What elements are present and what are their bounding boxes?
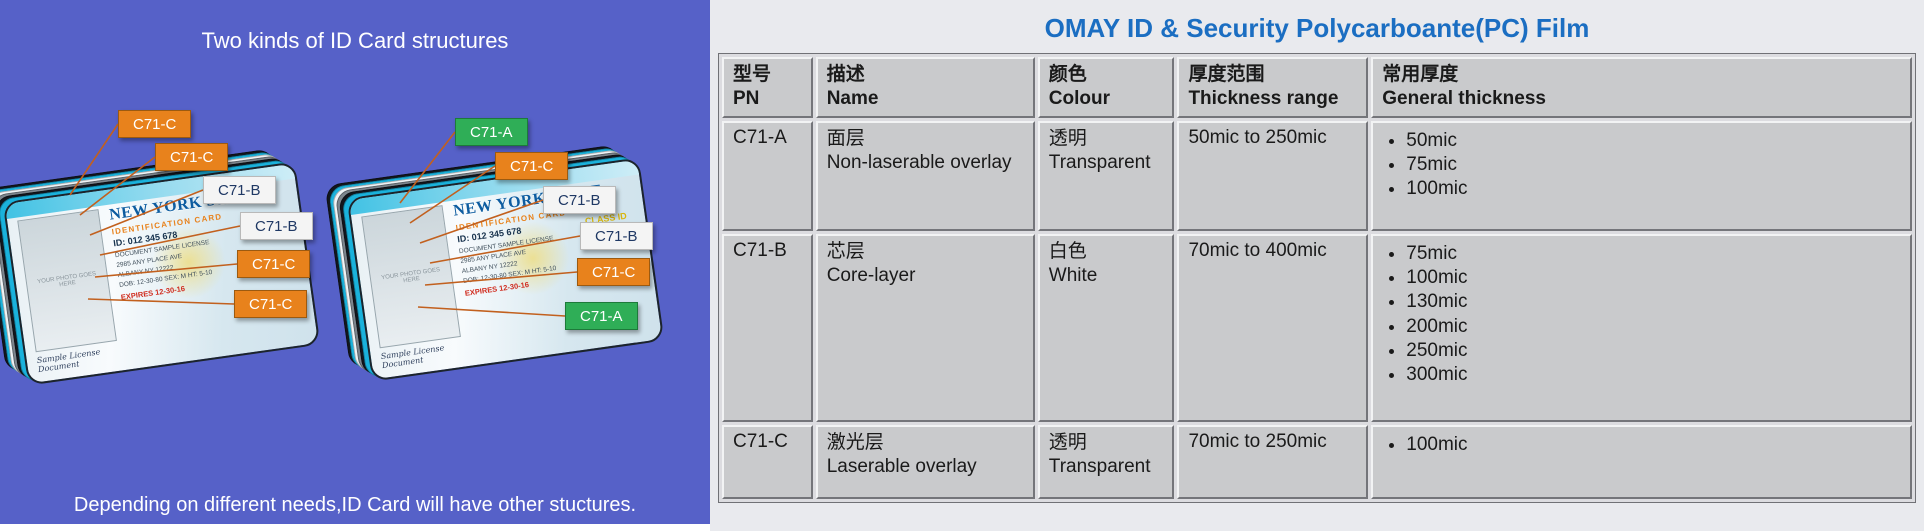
cell-thickness-range: 70mic to 400mic xyxy=(1177,233,1369,422)
table-header-row: 型号 PN 描述 Name 颜色 Colour 厚度范围 Thickness r… xyxy=(722,57,1912,118)
layer-label-c71a: C71-A xyxy=(455,118,528,146)
cell-general-thickness: 75mic 100mic 130mic 200mic 250mic 300mic xyxy=(1371,233,1912,422)
photo-placeholder: YOUR PHOTO GOES HERE xyxy=(17,209,117,353)
layer-label-c71c: C71-C xyxy=(237,250,311,278)
cell-colour: 透明 Transparent xyxy=(1037,424,1175,499)
col-header-thickness-range: 厚度范围 Thickness range xyxy=(1177,57,1369,118)
cell-pn: C71-A xyxy=(722,120,813,231)
cell-pn: C71-B xyxy=(722,233,813,422)
col-header-name: 描述 Name xyxy=(815,57,1035,118)
slide-title: Two kinds of ID Card structures xyxy=(201,28,509,53)
layer-label-c71b: C71-B xyxy=(203,176,276,204)
cell-thickness-range: 50mic to 250mic xyxy=(1177,120,1369,231)
cell-general-thickness: 50mic 75mic 100mic xyxy=(1371,120,1912,231)
cell-thickness-range: 70mic to 250mic xyxy=(1177,424,1369,499)
cell-colour: 透明 Transparent xyxy=(1037,120,1175,231)
card-structure-diagram-1: YOUR PHOTO GOES HERE Sample License Docu… xyxy=(0,95,345,407)
layer-label-c71a: C71-A xyxy=(565,302,638,330)
table-title: OMAY ID & Security Polycarboante(PC) Fil… xyxy=(1044,13,1590,43)
slide-footer-note: Depending on different needs,ID Card wil… xyxy=(73,494,637,516)
cell-name: 面层 Non-laserable overlay xyxy=(815,120,1035,231)
layer-label-c71c: C71-C xyxy=(118,110,192,138)
layer-label-c71b: C71-B xyxy=(240,212,313,240)
left-slide-panel: Two kinds of ID Card structures YOUR PHO… xyxy=(0,0,710,531)
layer-label-c71c: C71-C xyxy=(234,290,308,318)
layer-label-c71c: C71-C xyxy=(577,258,651,286)
pc-film-spec-table: 型号 PN 描述 Name 颜色 Colour 厚度范围 Thickness r… xyxy=(718,53,1916,503)
layer-label-c71c: C71-C xyxy=(155,143,229,171)
cell-name: 激光层 Laserable overlay xyxy=(815,424,1035,499)
layer-label-c71b: C71-B xyxy=(543,186,616,214)
table-row-c71b: C71-B 芯层 Core-layer 白色 White 70mic to 40… xyxy=(722,233,1912,422)
cell-pn: C71-C xyxy=(722,424,813,499)
layer-label-c71c: C71-C xyxy=(495,152,569,180)
cell-general-thickness: 100mic xyxy=(1371,424,1912,499)
spec-table-panel: OMAY ID & Security Polycarboante(PC) Fil… xyxy=(710,0,1924,531)
table-row-c71a: C71-A 面层 Non-laserable overlay 透明 Transp… xyxy=(722,120,1912,231)
photo-placeholder: YOUR PHOTO GOES HERE xyxy=(361,205,461,349)
layer-label-c71b: C71-B xyxy=(580,222,653,250)
col-header-general-thickness: 常用厚度 General thickness xyxy=(1371,57,1912,118)
card-structure-diagram-2: YOUR PHOTO GOES HERE Sample License Docu… xyxy=(324,95,710,407)
cell-colour: 白色 White xyxy=(1037,233,1175,422)
cell-name: 芯层 Core-layer xyxy=(815,233,1035,422)
col-header-colour: 颜色 Colour xyxy=(1037,57,1175,118)
table-row-c71c: C71-C 激光层 Laserable overlay 透明 Transpare… xyxy=(722,424,1912,499)
col-header-pn: 型号 PN xyxy=(722,57,813,118)
